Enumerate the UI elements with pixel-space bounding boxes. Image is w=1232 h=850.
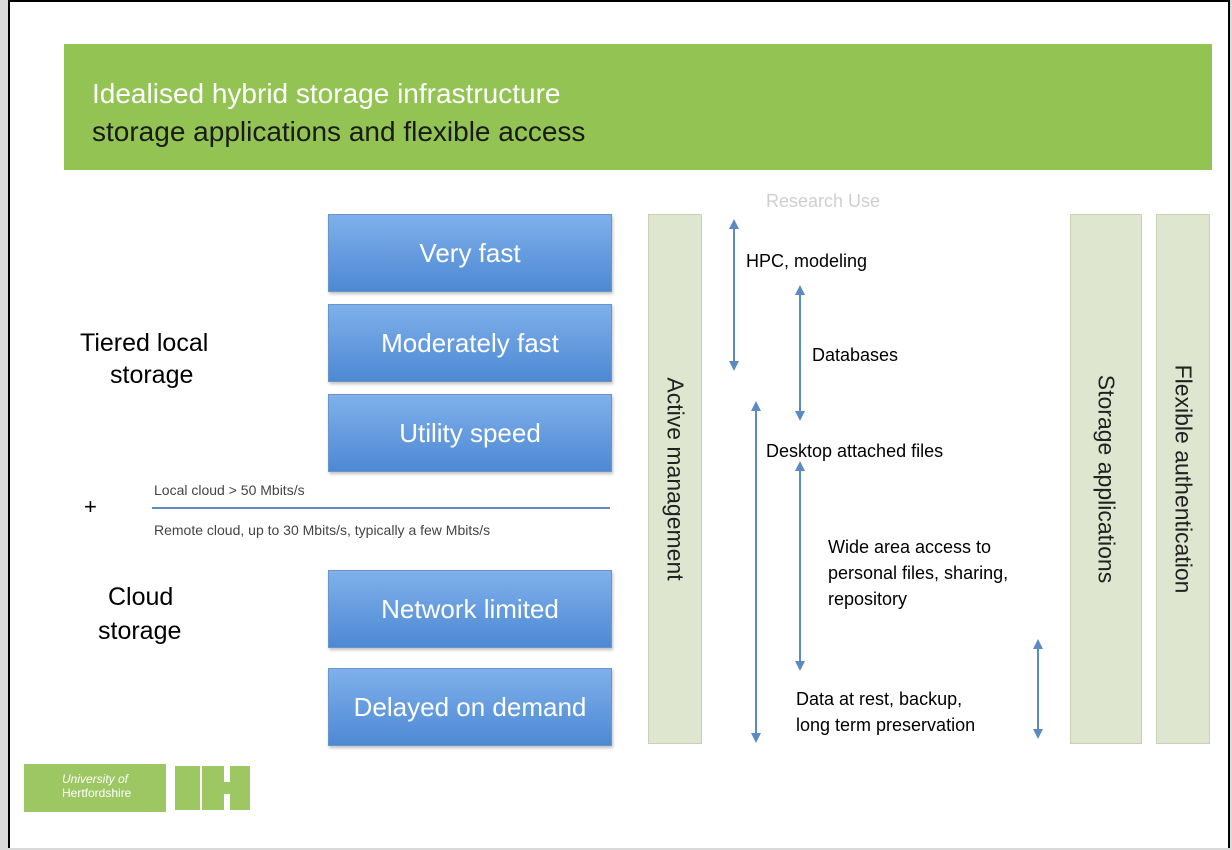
storage-applications-column: Storage applications — [1070, 214, 1142, 744]
tiered-local-label-2: storage — [110, 361, 194, 389]
tier-moderately-fast: Moderately fast — [328, 304, 612, 382]
data-at-rest-label-1: Data at rest, backup, — [796, 689, 963, 709]
tier-network-limited: Network limited — [328, 570, 612, 648]
title-line-1: Idealised hybrid storage infrastructure — [92, 78, 561, 109]
tier-delayed-on-demand: Delayed on demand — [328, 668, 612, 746]
local-cloud-label: Local cloud > 50 Mbits/s — [154, 482, 305, 498]
databases-label: Databases — [812, 345, 899, 365]
wide-area-label-2: personal files, sharing, — [828, 563, 1009, 583]
logo-text-2: Hertfordshire — [62, 786, 132, 800]
wide-area-label-3: repository — [828, 589, 908, 609]
tier-very-fast: Very fast — [328, 214, 612, 292]
flexible-authentication-column: Flexible authentication — [1156, 214, 1210, 744]
research-use-heading: Research Use — [766, 191, 881, 211]
remote-cloud-label: Remote cloud, up to 30 Mbits/s, typicall… — [154, 522, 491, 538]
network-divider — [152, 507, 610, 509]
active-management-column: Active management — [648, 214, 702, 744]
university-logo: University of Hertfordshire — [24, 764, 264, 812]
uh-logo-mark — [172, 764, 250, 812]
slide: Idealised hybrid storage infrastructure … — [8, 0, 1230, 848]
plus-sign: + — [84, 494, 97, 519]
range-arrows — [729, 219, 1043, 743]
tier-utility-speed: Utility speed — [328, 394, 612, 472]
cloud-label-2: storage — [98, 617, 182, 645]
logo-text-1: University of — [62, 772, 129, 786]
desktop-files-label: Desktop attached files — [766, 441, 944, 461]
hpc-modeling-label: HPC, modeling — [746, 251, 868, 271]
tiered-local-label-1: Tiered local — [80, 329, 209, 357]
cloud-label-1: Cloud — [108, 583, 174, 611]
wide-area-label-1: Wide area access to — [828, 537, 992, 557]
data-at-rest-label-2: long term preservation — [796, 715, 976, 735]
title-banner: Idealised hybrid storage infrastructure … — [64, 44, 1212, 170]
title-line-2: storage applications and flexible access — [92, 116, 586, 147]
